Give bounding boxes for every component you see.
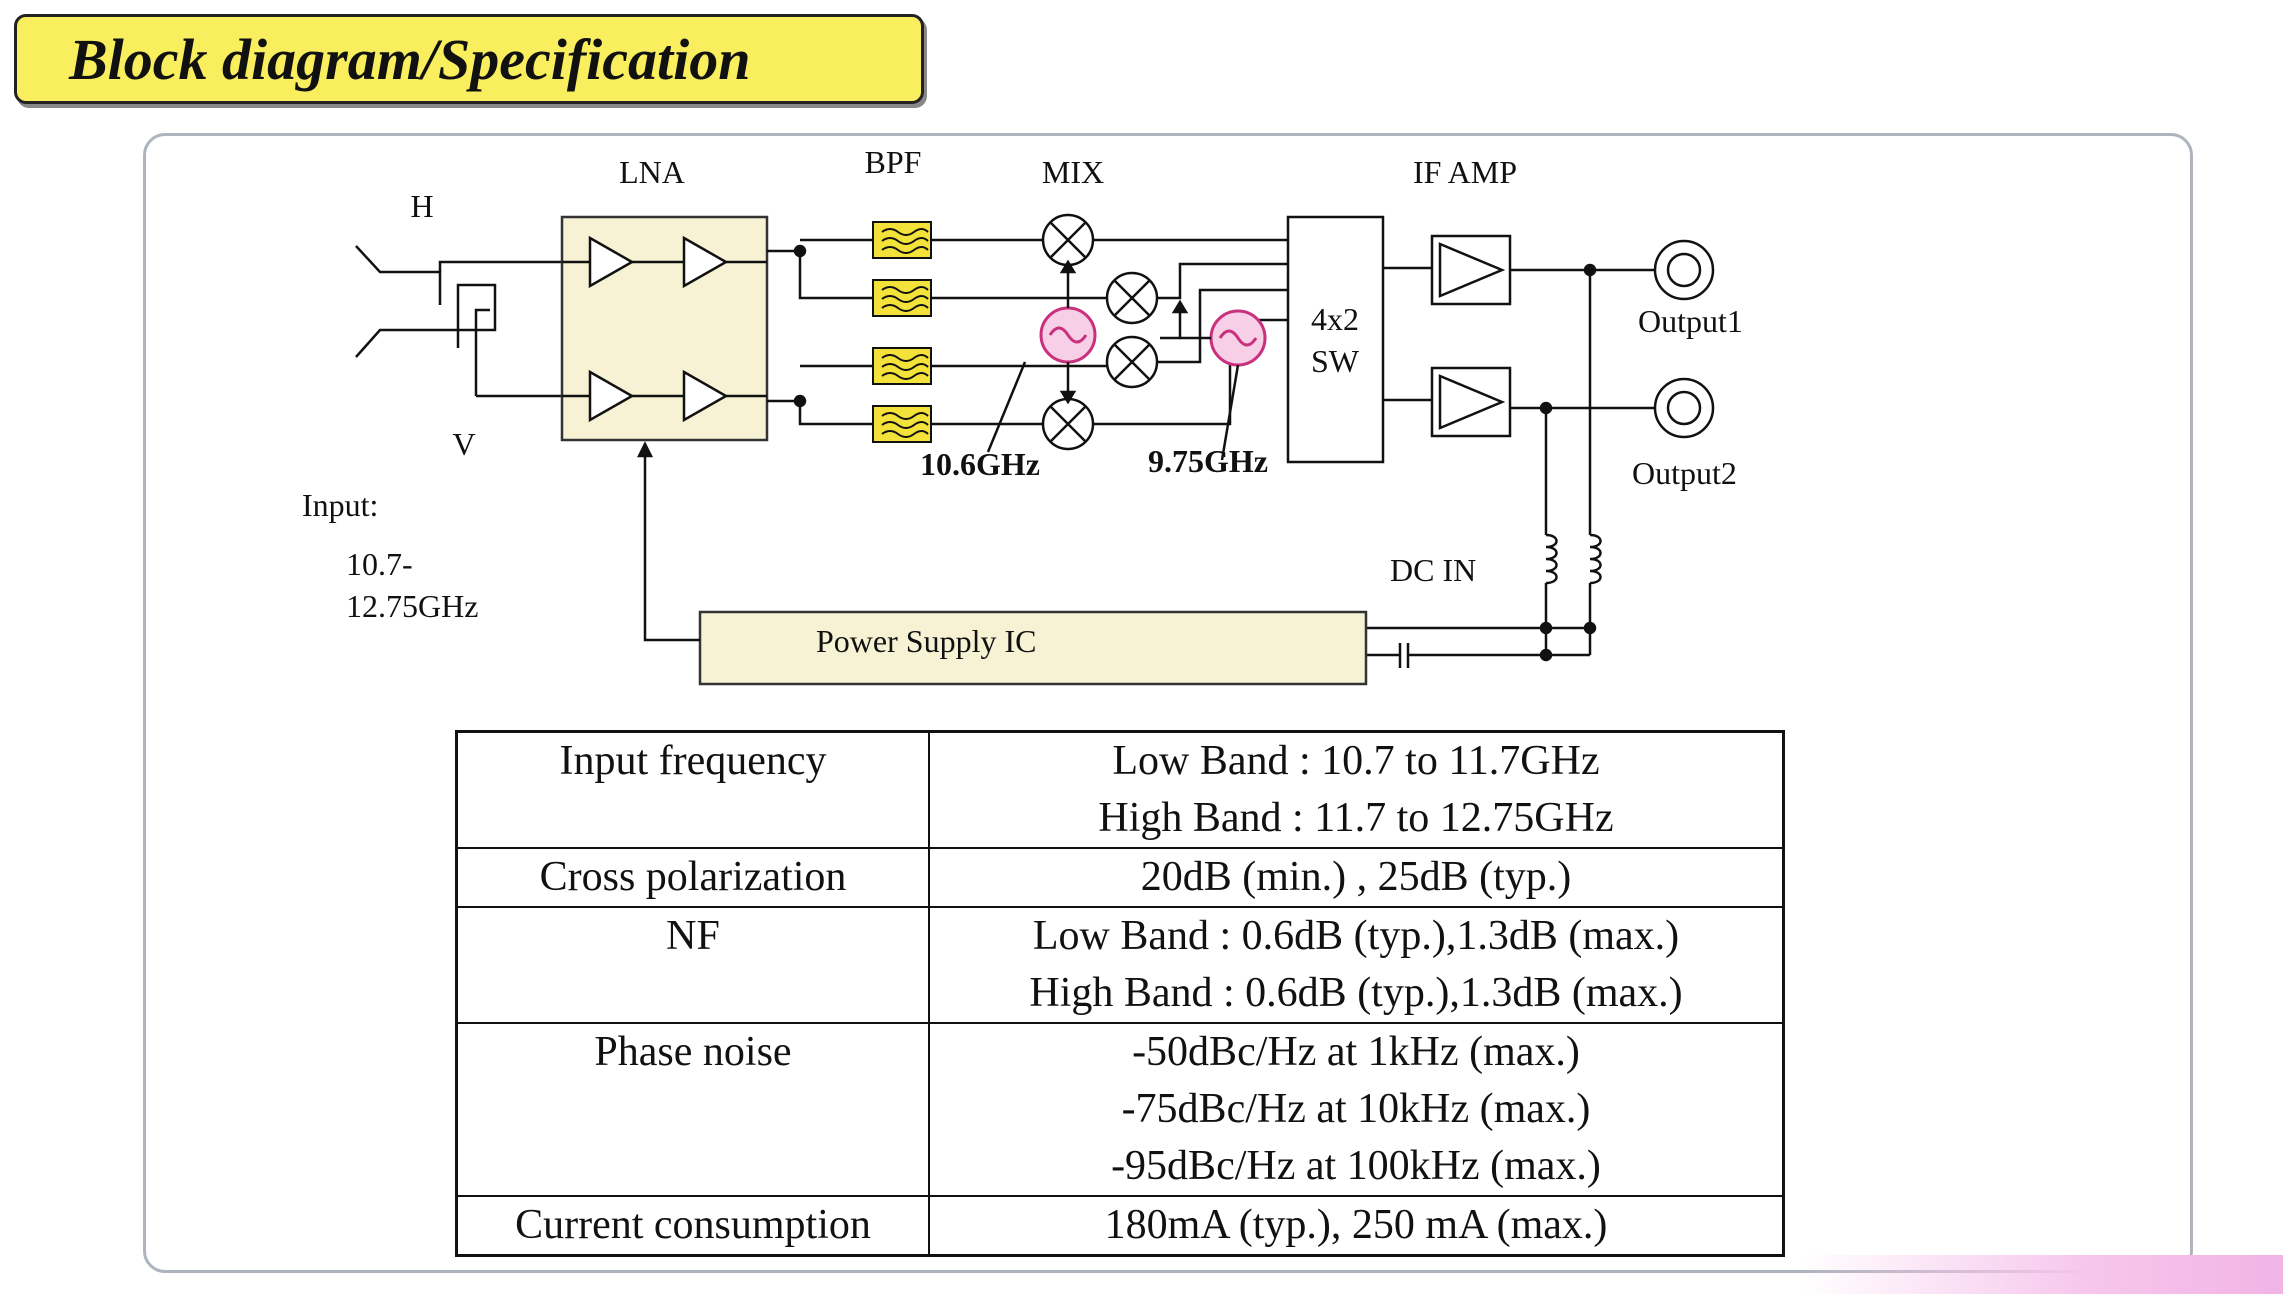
table-row: NF Low Band : 0.6dB (typ.),1.3dB (max.) … <box>455 906 1785 1024</box>
switch-label-line2: SW <box>1311 343 1360 379</box>
spec-value: Low Band : 0.6dB (typ.),1.3dB (max.) Hig… <box>928 906 1785 1024</box>
lna-label: LNA <box>619 154 685 190</box>
output1-label: Output1 <box>1638 303 1743 339</box>
h-pol-label: H <box>410 188 433 224</box>
title-banner: Block diagram/Specification <box>14 14 924 104</box>
table-row: Current consumption 180mA (typ.), 250 mA… <box>455 1195 1785 1257</box>
page-title: Block diagram/Specification <box>69 27 751 92</box>
lo-10-6-oscillator <box>986 259 1097 453</box>
spec-parameter: Current consumption <box>455 1195 930 1257</box>
bpf-symbols <box>881 228 929 438</box>
input-range-line2: 12.75GHz <box>346 588 478 624</box>
spec-value: -50dBc/Hz at 1kHz (max.) -75dBc/Hz at 10… <box>928 1022 1785 1197</box>
lo-9-75-oscillator <box>1160 299 1267 461</box>
dc-in-label: DC IN <box>1390 552 1476 588</box>
switch-label-line1: 4x2 <box>1311 301 1359 337</box>
input-range-line1: 10.7- <box>346 546 413 582</box>
lo2-frequency-label: 9.75GHz <box>1148 443 1268 479</box>
table-row: Cross polarization 20dB (min.) , 25dB (t… <box>455 847 1785 908</box>
decorative-corner <box>1800 1255 2283 1294</box>
spec-value: 20dB (min.) , 25dB (typ.) <box>928 847 1785 908</box>
spec-value: 180mA (typ.), 250 mA (max.) <box>928 1195 1785 1257</box>
bpf-connections <box>767 238 873 426</box>
lna-amplifiers <box>562 235 767 423</box>
spec-value: Low Band : 10.7 to 11.7GHz High Band : 1… <box>928 730 1785 849</box>
if-amp-label: IF AMP <box>1413 154 1517 190</box>
spec-table: Input frequency Low Band : 10.7 to 11.7G… <box>455 730 1785 1257</box>
switch-block <box>1286 215 1385 464</box>
spec-parameter: Phase noise <box>455 1022 930 1197</box>
mixer-inputs <box>931 238 1107 426</box>
bpf-filters <box>872 221 932 443</box>
antenna-v <box>355 283 497 358</box>
output2-label: Output2 <box>1632 455 1737 491</box>
v-pol-label: V <box>452 426 475 462</box>
bpf-label: BPF <box>865 144 922 180</box>
if-amplifiers <box>1383 234 1654 438</box>
power-supply-block <box>698 610 1368 686</box>
spec-parameter: Cross polarization <box>455 847 930 908</box>
lo1-frequency-label: 10.6GHz <box>920 446 1040 482</box>
spec-parameter: NF <box>455 906 930 1024</box>
antenna-h <box>355 245 442 305</box>
power-supply-label: Power Supply IC <box>816 623 1036 659</box>
mix-label: MIX <box>1042 154 1104 190</box>
table-row: Input frequency Low Band : 10.7 to 11.7G… <box>455 730 1785 849</box>
spec-parameter: Input frequency <box>455 730 930 849</box>
dc-feed <box>1366 270 1602 668</box>
power-feed-arrow <box>636 441 700 642</box>
input-lines <box>438 260 582 398</box>
output-connectors <box>1653 239 1715 439</box>
input-label: Input: <box>302 487 378 523</box>
mixers <box>1041 213 1159 451</box>
table-row: Phase noise -50dBc/Hz at 1kHz (max.) -75… <box>455 1022 1785 1197</box>
